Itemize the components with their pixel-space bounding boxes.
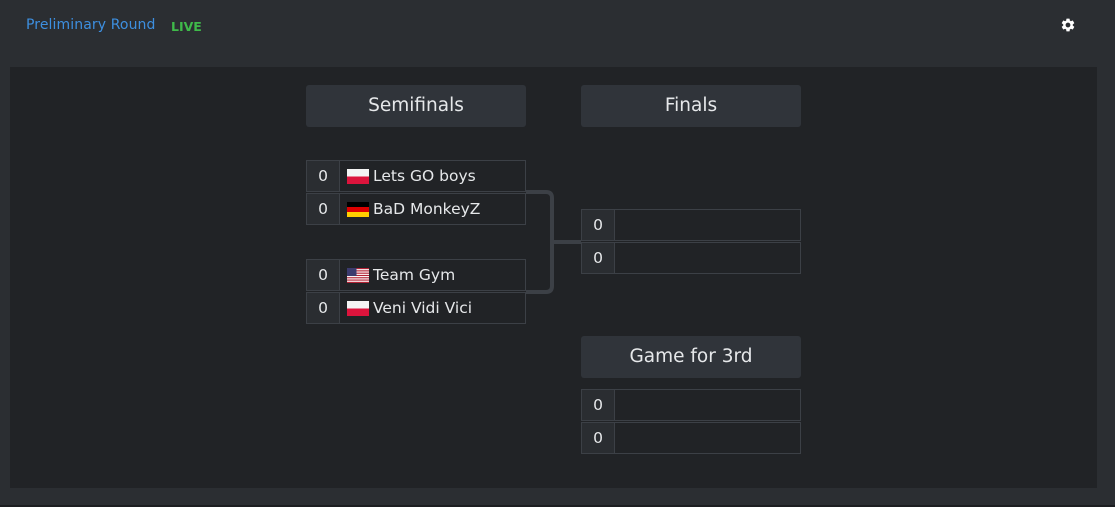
team-slot[interactable]: 0 Team Gym: [306, 259, 526, 291]
team-score: 0: [582, 210, 615, 240]
round-title[interactable]: Preliminary Round: [26, 17, 156, 33]
team-name: Veni Vidi Vici: [373, 299, 473, 317]
final-match: 0 0: [581, 209, 801, 274]
gear-icon[interactable]: [1060, 17, 1076, 33]
finals-header: Finals: [581, 85, 801, 127]
poland-flag-icon: [347, 168, 369, 184]
live-badge: LIVE: [171, 19, 202, 34]
germany-flag-icon: [347, 201, 369, 217]
team-score: 0: [582, 243, 615, 273]
team-slot[interactable]: 0: [581, 422, 801, 454]
top-bar: Preliminary Round LIVE: [0, 0, 1115, 52]
team-slot[interactable]: 0 Lets GO boys: [306, 160, 526, 192]
team-slot[interactable]: 0: [581, 389, 801, 421]
semifinal-1-match: 0 Lets GO boys 0 BaD MonkeyZ: [306, 160, 526, 225]
third-place-header: Game for 3rd: [581, 336, 801, 378]
semifinals-header: Semifinals: [306, 85, 526, 127]
semifinal-2-match: 0 Team Gym 0 Veni Vidi Vici: [306, 259, 526, 324]
team-slot[interactable]: 0: [581, 242, 801, 274]
team-score: 0: [307, 293, 340, 323]
usa-flag-icon: [347, 267, 369, 283]
team-score: 0: [582, 390, 615, 420]
team-slot[interactable]: 0 Veni Vidi Vici: [306, 292, 526, 324]
team-name: Lets GO boys: [373, 167, 476, 185]
team-score: 0: [307, 194, 340, 224]
team-slot[interactable]: 0: [581, 209, 801, 241]
poland-flag-icon: [347, 300, 369, 316]
team-name: Team Gym: [373, 266, 456, 284]
team-score: 0: [307, 161, 340, 191]
team-name: BaD MonkeyZ: [373, 200, 481, 218]
team-score: 0: [582, 423, 615, 453]
third-place-match: 0 0: [581, 389, 801, 454]
team-slot[interactable]: 0 BaD MonkeyZ: [306, 193, 526, 225]
team-score: 0: [307, 260, 340, 290]
bracket-panel: [10, 67, 1097, 488]
